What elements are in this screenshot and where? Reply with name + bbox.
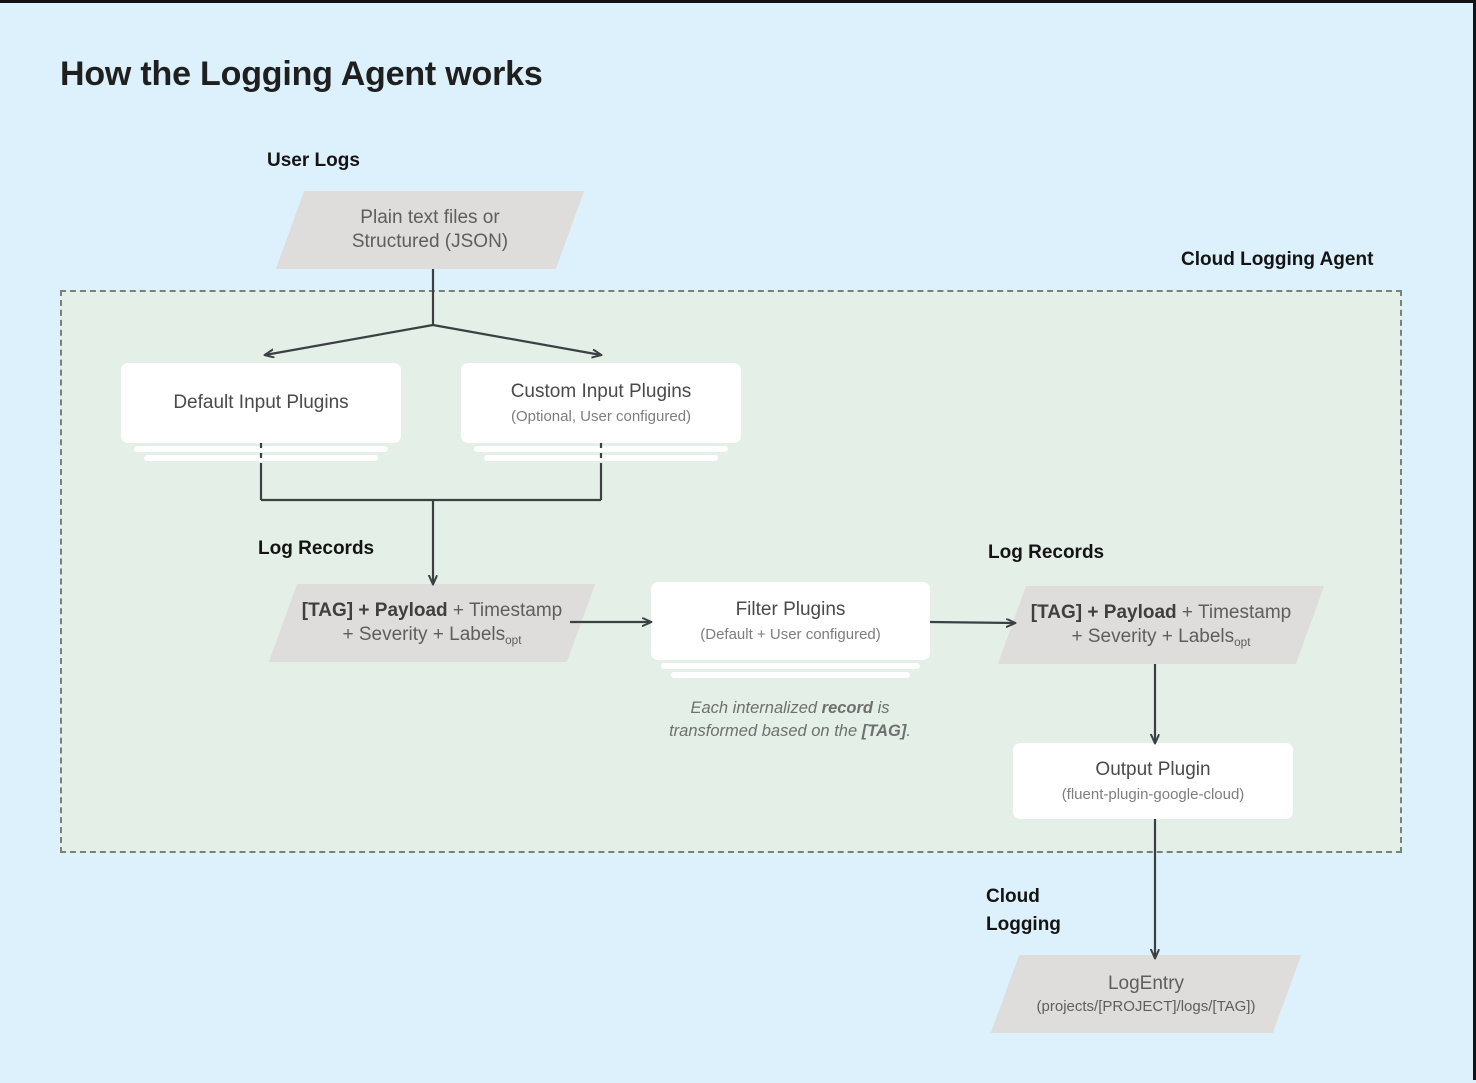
- default-input-plugins-deck-2: [144, 455, 378, 461]
- log-record-right-sub: opt: [1234, 636, 1251, 649]
- filter-note-line-1: Each internalized record is: [669, 697, 911, 720]
- filter-note-l1b: record: [821, 699, 874, 717]
- log-record-left-sub: opt: [505, 634, 522, 647]
- custom-input-plugins-title: Custom Input Plugins: [510, 380, 692, 402]
- log-record-left-line-1: [TAG] + Payload + Timestamp: [302, 599, 562, 623]
- custom-input-plugins-deck-1: [474, 446, 728, 452]
- filter-plugins-deck-1: [661, 663, 920, 669]
- log-record-right-line-2: + Severity + Labelsopt: [1071, 625, 1250, 649]
- log-record-left-bold: [TAG] + Payload: [301, 599, 448, 621]
- user-logs-line-2: Structured (JSON): [351, 231, 509, 252]
- filter-note-l2b: [TAG]: [861, 722, 907, 741]
- filter-note-l2a: transformed based on the: [669, 722, 862, 741]
- default-input-plugins-title: Default Input Plugins: [173, 391, 349, 413]
- node-user-logs-source[interactable]: Plain text files or Structured (JSON): [275, 191, 585, 269]
- filter-note-line-2: transformed based on the [TAG].: [669, 720, 911, 743]
- node-output-plugin[interactable]: Output Plugin (fluent-plugin-google-clou…: [1013, 743, 1293, 819]
- log-record-left-rest: + Timestamp: [447, 599, 563, 621]
- label-user-logs: User Logs: [267, 150, 360, 171]
- node-default-input-plugins[interactable]: Default Input Plugins: [121, 363, 401, 443]
- output-plugin-subtitle: (fluent-plugin-google-cloud): [1061, 785, 1245, 803]
- log-record-right-rest: + Timestamp: [1176, 601, 1292, 623]
- log-record-right-bold: [TAG] + Payload: [1030, 601, 1177, 623]
- filter-note-l2c: .: [906, 722, 911, 741]
- node-filter-plugins[interactable]: Filter Plugins (Default + User configure…: [651, 582, 930, 660]
- label-cloud-logging-agent: Cloud Logging Agent: [1181, 249, 1374, 270]
- log-entry-subtitle: (projects/[PROJECT]/logs/[TAG]): [1036, 997, 1256, 1015]
- default-input-plugins-deck-1: [134, 446, 388, 452]
- log-record-left-line2-pre: + Severity + Labels: [342, 624, 506, 645]
- log-record-right-line2-pre: + Severity + Labels: [1071, 626, 1235, 647]
- log-record-right-line-1: [TAG] + Payload + Timestamp: [1031, 601, 1291, 625]
- node-log-record-left[interactable]: [TAG] + Payload + Timestamp + Severity +…: [268, 584, 596, 662]
- user-logs-line-1: Plain text files or: [360, 206, 500, 228]
- label-log-records-right: Log Records: [988, 542, 1105, 563]
- filter-transform-note: Each internalized record is transformed …: [669, 697, 911, 744]
- output-plugin-title: Output Plugin: [1095, 758, 1211, 780]
- filter-plugins-deck-2: [671, 672, 910, 678]
- node-custom-input-plugins[interactable]: Custom Input Plugins (Optional, User con…: [461, 363, 741, 443]
- filter-note-l1a: Each internalized: [690, 699, 822, 717]
- filter-note-l1c: is: [873, 699, 890, 717]
- diagram-canvas: How the Logging Agent works User Logs Cl…: [0, 3, 1473, 1080]
- log-entry-title: LogEntry: [1107, 973, 1185, 995]
- cloud-logging-line-2: Logging: [986, 913, 1061, 935]
- label-cloud-logging: Cloud Logging: [986, 883, 1061, 938]
- filter-plugins-subtitle: (Default + User configured): [700, 625, 881, 643]
- node-log-entry[interactable]: LogEntry (projects/[PROJECT]/logs/[TAG]): [990, 955, 1302, 1033]
- custom-input-plugins-subtitle: (Optional, User configured): [510, 407, 692, 425]
- node-log-record-right[interactable]: [TAG] + Payload + Timestamp + Severity +…: [997, 586, 1325, 664]
- log-record-left-line-2: + Severity + Labelsopt: [342, 623, 521, 647]
- label-log-records-left: Log Records: [258, 538, 375, 559]
- cloud-logging-line-1: Cloud: [986, 886, 1040, 907]
- filter-plugins-title: Filter Plugins: [735, 598, 846, 620]
- page-title: How the Logging Agent works: [60, 55, 543, 93]
- custom-input-plugins-deck-2: [484, 455, 718, 461]
